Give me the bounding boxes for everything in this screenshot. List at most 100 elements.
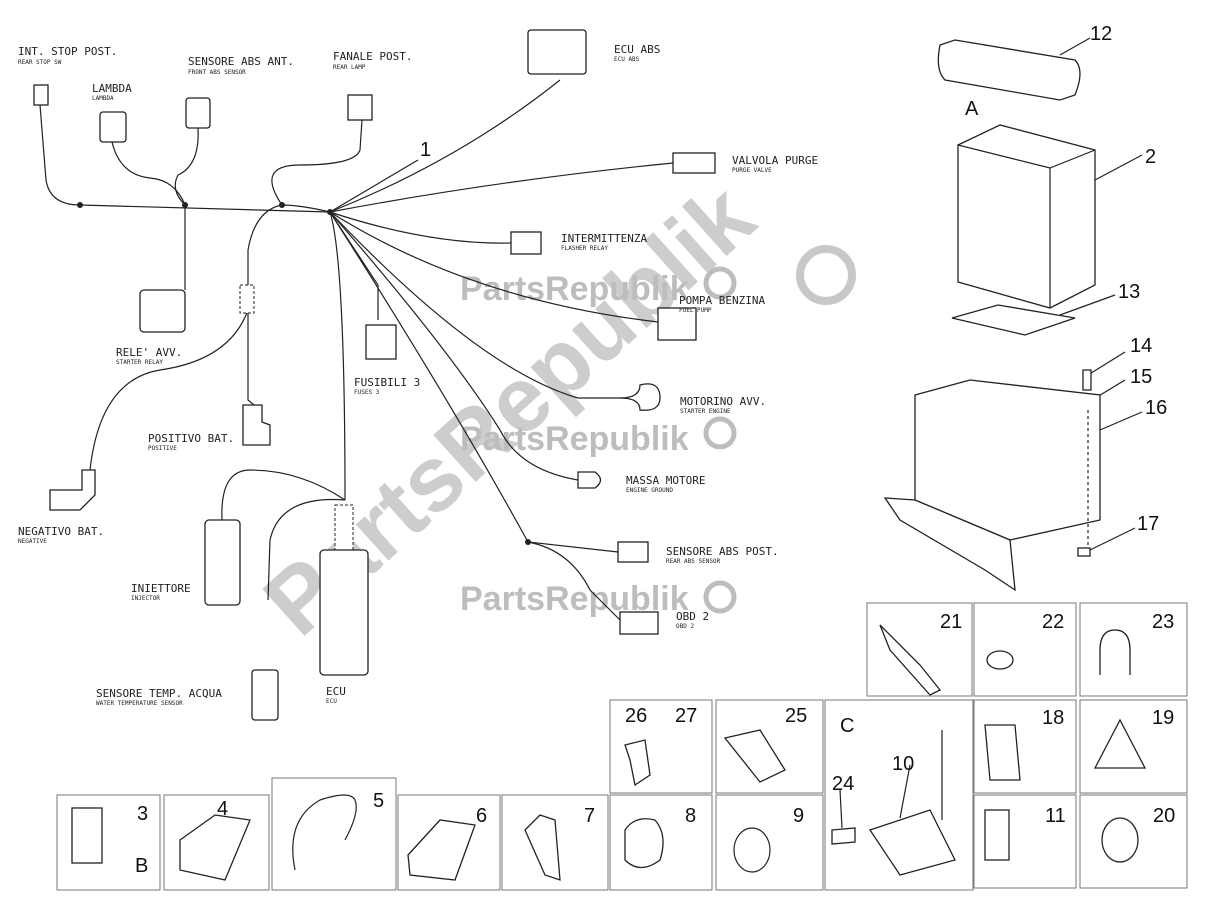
gear-icon <box>796 245 856 305</box>
water-temperature-sensor <box>251 669 279 721</box>
part-9-cable-tie <box>733 827 771 873</box>
callout-14: 14 <box>1130 335 1152 357</box>
starter-engine-connector <box>619 383 661 411</box>
label-front-abs-sensor: SENSORE ABS ANT. <box>188 55 294 68</box>
callout-27: 27 <box>675 705 697 727</box>
sublabel-ecu: ECU <box>326 698 337 705</box>
label-starter-engine: MOTORINO AVV. <box>680 395 766 408</box>
sublabel-rear-stop-switch: REAR STOP SW <box>18 59 62 66</box>
callout-10: 10 <box>892 753 914 775</box>
part-21-clamp <box>879 624 942 696</box>
part-19-rivet <box>1093 718 1147 769</box>
rear-lamp-connector <box>347 94 373 121</box>
label-rear-abs-sensor: SENSORE ABS POST. <box>666 545 779 558</box>
label-water-temperature-sensor: SENSORE TEMP. ACQUA <box>96 687 222 700</box>
part-5-cable <box>292 794 357 871</box>
letter-c: C <box>840 715 854 737</box>
fuel-pump-connector <box>657 307 697 341</box>
sublabel-rear-abs-sensor: REAR ABS SENSOR <box>666 558 721 565</box>
engine-ground-terminal <box>577 471 602 489</box>
injector-connector <box>204 519 241 606</box>
screw <box>1082 369 1092 391</box>
callout-24: 24 <box>832 773 854 795</box>
callout-23: 23 <box>1152 611 1174 633</box>
sublabel-positive-battery: POSITIVE <box>148 445 177 452</box>
part-box-22 <box>973 602 1077 697</box>
label-starter-relay: RELE' AVV. <box>116 346 182 359</box>
ecu-connector <box>319 549 369 676</box>
callout-16: 16 <box>1145 397 1167 419</box>
label-rear-stop-switch: INT. STOP POST. <box>18 45 117 58</box>
callout-17: 17 <box>1137 513 1159 535</box>
obd2-connector <box>619 611 659 635</box>
callout-19: 19 <box>1152 707 1174 729</box>
gear-icon <box>703 416 737 450</box>
wiring-harness <box>39 79 674 621</box>
callout-18: 18 <box>1042 707 1064 729</box>
battery-pad <box>951 304 1076 336</box>
sublabel-fuel-pump: FUEL PUMP <box>679 307 712 314</box>
part-4-cover <box>179 814 251 881</box>
negative-battery-terminal <box>49 469 96 511</box>
fuses-block <box>365 324 397 360</box>
part-18-clip <box>984 724 1021 781</box>
callout-3: 3 <box>137 803 148 825</box>
label-rear-lamp: FANALE POST. <box>333 50 412 63</box>
part-24-screw <box>831 827 856 845</box>
sublabel-purge-valve: PURGE VALVE <box>732 167 772 174</box>
sublabel-starter-engine: STARTER ENGINE <box>680 408 731 415</box>
callout-25: 25 <box>785 705 807 727</box>
part-box-23 <box>1079 602 1188 697</box>
label-purge-valve: VALVOLA PURGE <box>732 154 818 167</box>
lambda-connector <box>99 111 127 143</box>
flasher-relay-connector <box>510 231 542 255</box>
callout-2: 2 <box>1145 146 1156 168</box>
sublabel-negative-battery: NEGATIVE <box>18 538 47 545</box>
label-engine-ground: MASSA MOTORE <box>626 474 705 487</box>
sublabel-water-temperature-sensor: WATER TEMPERATURE SENSOR <box>96 700 183 707</box>
sublabel-ecu-abs: ECU ABS <box>614 56 640 63</box>
rear-stop-switch <box>33 84 49 106</box>
label-ecu: ECU <box>326 685 346 698</box>
sublabel-engine-ground: ENGINE GROUND <box>626 487 673 494</box>
part-10-sensor <box>868 809 956 876</box>
part-25-bracket <box>723 729 786 783</box>
part-11-relay <box>984 809 1010 861</box>
callout-22: 22 <box>1042 611 1064 633</box>
label-flasher-relay: INTERMITTENZA <box>561 232 647 245</box>
part-23-clip <box>1099 629 1131 675</box>
starter-relay-connector <box>139 289 186 333</box>
part-3-relay <box>71 807 103 864</box>
part-26-fuse <box>624 739 651 787</box>
gear-icon <box>703 266 737 300</box>
sublabel-rear-lamp: REAR LAMP <box>333 64 366 71</box>
part-22-washer <box>986 650 1014 670</box>
callout-9: 9 <box>793 805 804 827</box>
label-fuses: FUSIBILI 3 <box>354 376 420 389</box>
callout-7: 7 <box>584 805 595 827</box>
label-ecu-abs: ECU ABS <box>614 43 660 56</box>
sublabel-front-abs-sensor: FRONT ABS SENSOR <box>188 69 246 76</box>
label-negative-battery: NEGATIVO BAT. <box>18 525 104 538</box>
callout-13: 13 <box>1118 281 1140 303</box>
sublabel-flasher-relay: FLASHER RELAY <box>561 245 608 252</box>
callout-5: 5 <box>373 790 384 812</box>
label-obd2: OBD 2 <box>676 610 709 623</box>
harness-labels: INT. STOP POST. REAR STOP SW LAMBDA LAMB… <box>18 43 818 707</box>
callout-15: 15 <box>1130 366 1152 388</box>
battery-strap <box>937 39 1081 101</box>
gear-icon <box>703 580 737 614</box>
part-20-grommet <box>1101 817 1139 863</box>
sublabel-fuses: FUSES 3 <box>354 389 380 396</box>
front-abs-sensor-connector <box>185 97 211 129</box>
parts-bottom-row: 3 B 4 5 6 7 8 9 <box>56 777 824 891</box>
callout-12: 12 <box>1090 23 1112 45</box>
sublabel-injector: INJECTOR <box>131 595 160 602</box>
label-fuel-pump: POMPA BENZINA <box>679 294 765 307</box>
purge-valve-connector <box>672 152 716 174</box>
sublabel-lambda: LAMBDA <box>92 95 114 102</box>
callout-6: 6 <box>476 805 487 827</box>
clip <box>1077 547 1091 557</box>
sublabel-starter-relay: STARTER RELAY <box>116 359 163 366</box>
